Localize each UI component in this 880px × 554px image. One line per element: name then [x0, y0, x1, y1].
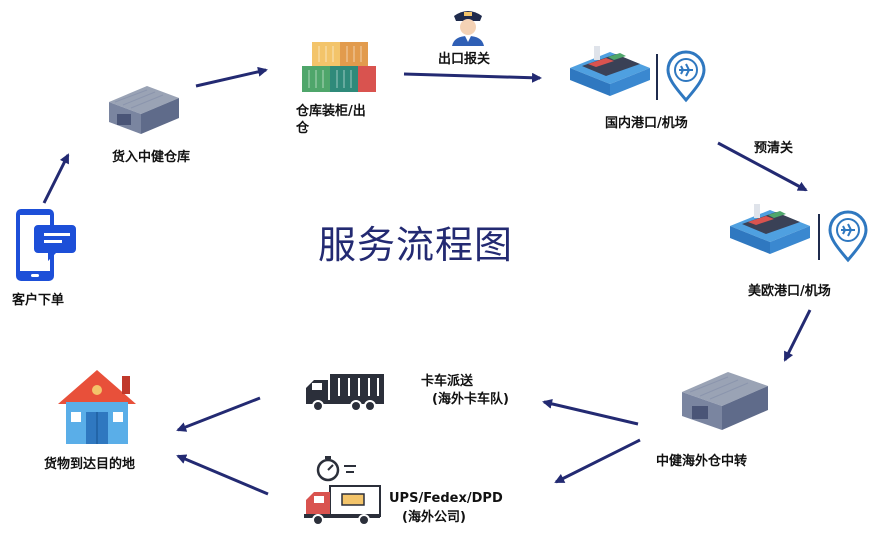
warehouse-icon-overseas — [676, 366, 772, 432]
truck-icon — [304, 370, 386, 412]
arrow-truck-to-house — [176, 396, 261, 432]
arrow-order-to-warehouse — [42, 153, 70, 204]
arrow-foreign-port-to-transfer — [783, 309, 812, 362]
delivery-van-icon — [300, 456, 384, 528]
step-overseas-transfer-label: 中健海外仓中转 — [656, 454, 748, 469]
airport-pin-icon — [654, 48, 712, 104]
arrow-warehouse-to-container — [195, 66, 268, 88]
diagram-title: 服务流程图 — [318, 223, 514, 267]
phone-chat-icon — [12, 207, 78, 287]
cargo-ship-icon — [566, 38, 652, 100]
step-us-eu-port-label: 美欧港口/机场 — [748, 284, 831, 299]
arrow-container-to-port — [403, 72, 542, 83]
customs-officer-icon — [448, 6, 488, 46]
step-order-label: 客户下单 — [12, 293, 65, 308]
step-destination-label: 货物到达目的地 — [44, 457, 136, 472]
house-icon — [56, 366, 138, 446]
step-express-label-2: (海外公司) — [402, 510, 466, 525]
step-container-label-2: 仓 — [296, 121, 310, 136]
arrow-transfer-to-truck — [542, 398, 639, 426]
step-truck-label-2: (海外卡车队) — [432, 392, 509, 407]
step-container-label-1: 仓库装柜/出 — [296, 104, 366, 119]
arrow-port-to-foreign-port — [717, 141, 808, 192]
arrow-express-to-house — [176, 454, 269, 496]
warehouse-icon — [103, 80, 183, 136]
step-warehouse-in-label: 货入中健仓库 — [112, 150, 191, 165]
step-truck-label-1: 卡车派送 — [421, 374, 474, 389]
step-export-customs-label: 出口报关 — [438, 52, 491, 67]
arrow-transfer-to-express — [554, 438, 641, 484]
airport-pin-icon-destination — [816, 208, 874, 264]
cargo-ship-icon-destination — [726, 196, 812, 258]
step-domestic-port-label: 国内港口/机场 — [605, 116, 688, 131]
containers-icon — [300, 40, 380, 98]
step-express-label-1: UPS/Fedex/DPD — [389, 491, 503, 506]
step-pre-clearance-label: 预清关 — [754, 141, 794, 156]
